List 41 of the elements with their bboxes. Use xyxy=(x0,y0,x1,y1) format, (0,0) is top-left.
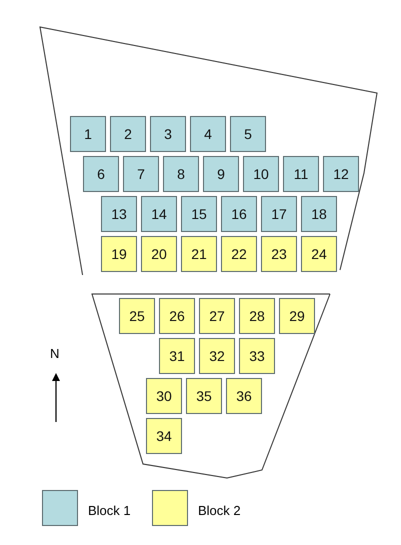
field-plot: 35 xyxy=(186,378,222,414)
field-plot: 10 xyxy=(243,156,279,192)
field-plot: 21 xyxy=(181,236,217,272)
field-plot: 23 xyxy=(261,236,297,272)
field-plot: 32 xyxy=(199,338,235,374)
field-plot: 18 xyxy=(301,196,337,232)
legend-label: Block 1 xyxy=(88,503,131,518)
field-plot: 6 xyxy=(83,156,119,192)
north-label: N xyxy=(50,346,60,361)
field-plot: 11 xyxy=(283,156,319,192)
field-plot: 29 xyxy=(279,298,315,334)
legend-label: Block 2 xyxy=(198,503,241,518)
field-outline xyxy=(38,25,380,275)
field-plot: 12 xyxy=(323,156,359,192)
field-plot: 4 xyxy=(190,116,226,152)
field-plot: 33 xyxy=(239,338,275,374)
field-plot: 25 xyxy=(119,298,155,334)
field-plot: 36 xyxy=(226,378,262,414)
field-plot: 30 xyxy=(146,378,182,414)
field-plot: 26 xyxy=(159,298,195,334)
field-plot: 19 xyxy=(101,236,137,272)
field-plot: 5 xyxy=(230,116,266,152)
field-plot: 27 xyxy=(199,298,235,334)
field-plot: 24 xyxy=(301,236,337,272)
field-outline xyxy=(90,292,332,480)
field-plot: 3 xyxy=(150,116,186,152)
field-plot: 14 xyxy=(141,196,177,232)
field-plot: 8 xyxy=(163,156,199,192)
field-plot: 9 xyxy=(203,156,239,192)
field-plot: 2 xyxy=(110,116,146,152)
field-plot: 15 xyxy=(181,196,217,232)
field-plot: 20 xyxy=(141,236,177,272)
field-plot: 13 xyxy=(101,196,137,232)
field-plot: 31 xyxy=(159,338,195,374)
field-plot: 7 xyxy=(123,156,159,192)
field-plot: 17 xyxy=(261,196,297,232)
field-plot: 16 xyxy=(221,196,257,232)
field-plot: 34 xyxy=(146,418,182,454)
field-plot: 22 xyxy=(221,236,257,272)
field-plot: 28 xyxy=(239,298,275,334)
field-plot: 1 xyxy=(70,116,106,152)
